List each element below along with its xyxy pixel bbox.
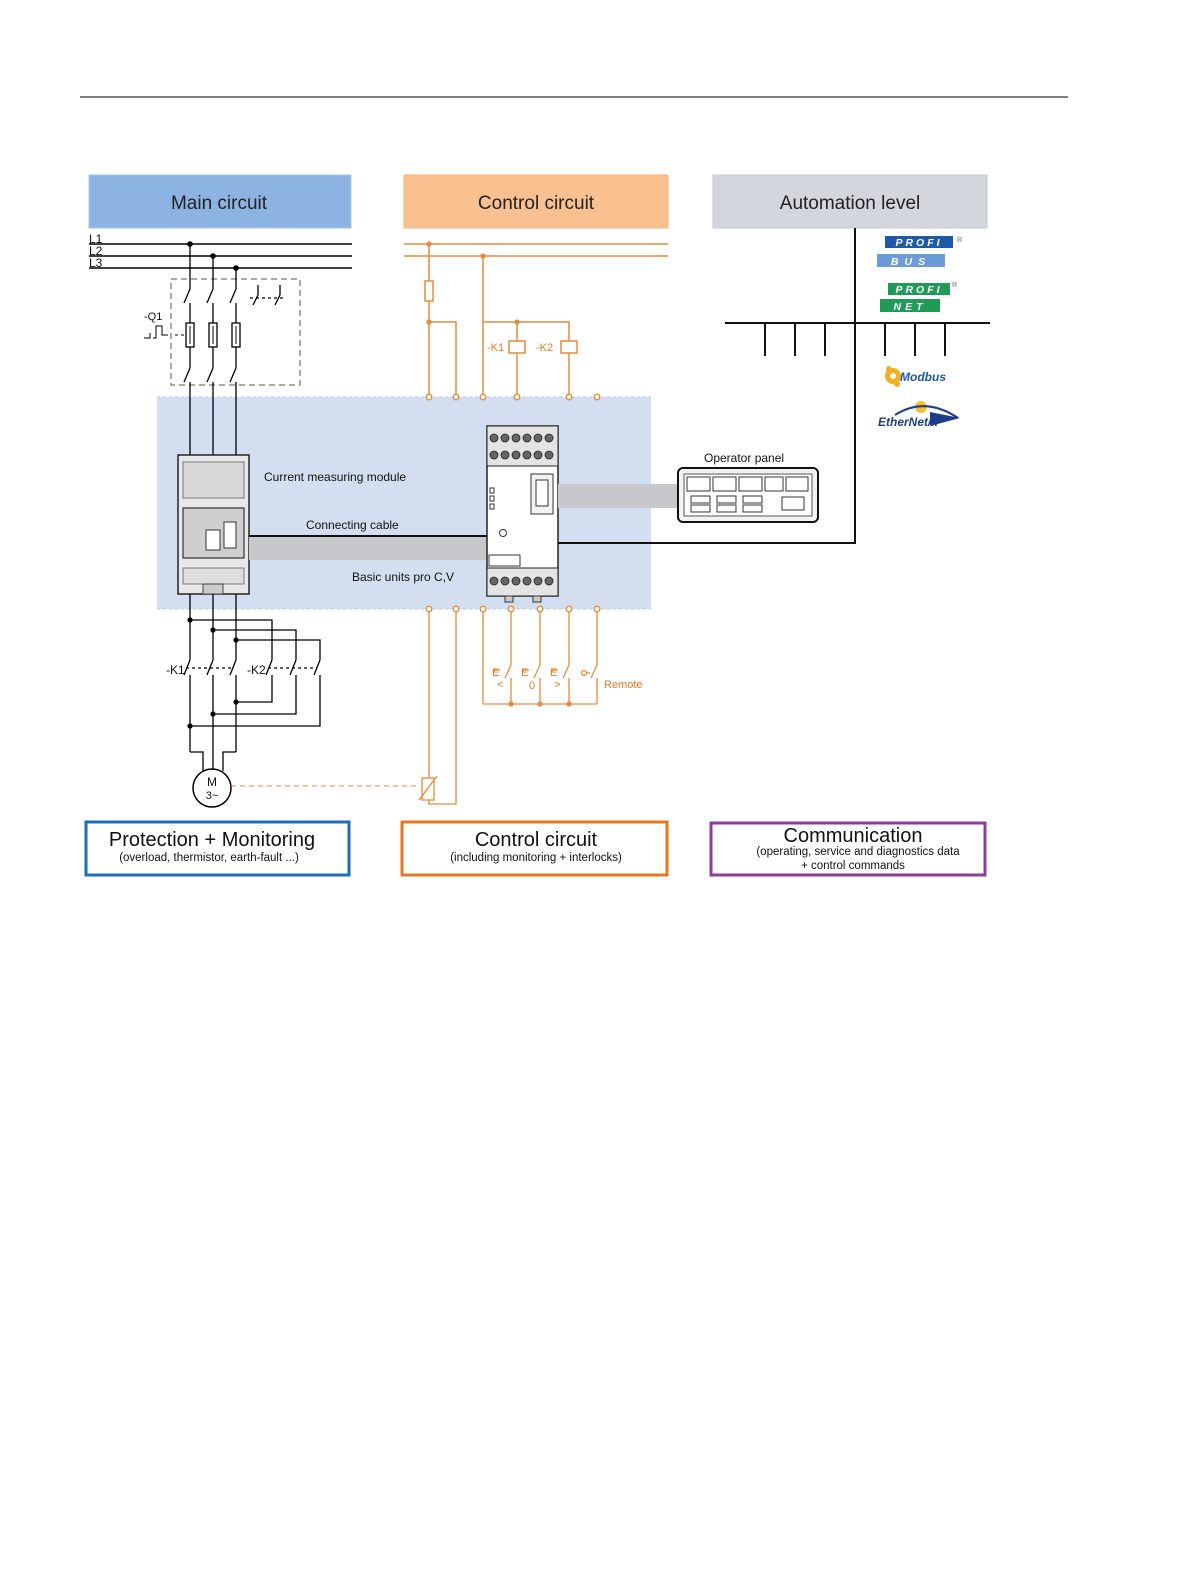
protection-subtitle: (overload, thermistor, earth-fault ...) bbox=[119, 852, 299, 864]
automation-bus bbox=[725, 322, 990, 356]
switch-off-label: 0 bbox=[529, 680, 535, 692]
k1-coil-label: -K1 bbox=[487, 342, 504, 354]
main-circuit-header: Main circuit bbox=[88, 174, 352, 229]
communication-subtitle: (operating, service and diagnostics data bbox=[756, 846, 960, 858]
switch-left-label: < bbox=[497, 679, 503, 691]
profibus-logo: PROFI BUS ® bbox=[877, 236, 963, 268]
remote-label: Remote bbox=[604, 679, 643, 691]
svg-text:E: E bbox=[521, 667, 528, 679]
control-circuit-title: Control circuit bbox=[478, 193, 595, 214]
communication-title: Communication bbox=[784, 825, 923, 847]
motor-phase-label: 3~ bbox=[206, 790, 219, 802]
current-measuring-module bbox=[177, 454, 250, 595]
automation-level-title: Automation level bbox=[780, 193, 920, 214]
operator-panel-label: Operator panel bbox=[704, 451, 784, 465]
svg-text:E: E bbox=[550, 667, 557, 679]
control-circuit-header: Control circuit bbox=[403, 174, 669, 229]
protection-title: Protection + Monitoring bbox=[109, 829, 315, 851]
connecting-cable-label: Connecting cable bbox=[306, 518, 399, 532]
input-switches bbox=[418, 612, 598, 805]
control-wiring bbox=[404, 243, 668, 397]
k2-contact-label: -K2 bbox=[247, 663, 266, 677]
automation-level-header: Automation level bbox=[712, 174, 988, 229]
motor: M 3~ bbox=[192, 768, 232, 808]
k2-coil-label: -K2 bbox=[536, 342, 553, 354]
control-circuit-box: Control circuit (including monitoring + … bbox=[400, 820, 669, 877]
ethernetip-text: EtherNet/IP bbox=[878, 415, 944, 429]
contactors-k1-k2 bbox=[183, 594, 321, 771]
operator-panel bbox=[677, 467, 819, 523]
profibus-top-text: PROFI bbox=[895, 237, 942, 249]
communication-subtitle-2: + control commands bbox=[801, 860, 905, 872]
control-box-subtitle: (including monitoring + interlocks) bbox=[450, 852, 622, 864]
profinet-bottom-text: NET bbox=[894, 301, 927, 313]
phase-lines bbox=[89, 243, 352, 269]
phase-l3-label: L3 bbox=[89, 256, 103, 270]
connecting-cable bbox=[249, 535, 487, 560]
motor-m-label: M bbox=[207, 775, 217, 789]
control-box-title: Control circuit bbox=[475, 829, 598, 851]
k1-contact-label: -K1 bbox=[166, 663, 185, 677]
modbus-text: Modbus bbox=[900, 370, 946, 384]
phase-l1-label: L1 bbox=[89, 232, 103, 246]
svg-text:®: ® bbox=[952, 281, 958, 289]
q1-label: -Q1 bbox=[144, 311, 162, 323]
switch-right-label: > bbox=[554, 679, 560, 691]
protection-monitoring-box: Protection + Monitoring (overload, therm… bbox=[84, 820, 351, 877]
main-circuit-title: Main circuit bbox=[171, 193, 268, 214]
q1-breaker: -Q1 bbox=[144, 244, 301, 386]
phase-l2-label: L2 bbox=[89, 244, 103, 258]
profinet-top-text: PROFI bbox=[895, 284, 942, 296]
profinet-logo: PROFI NET ® bbox=[880, 281, 958, 313]
svg-text:®: ® bbox=[957, 236, 963, 244]
profibus-bottom-text: BUS bbox=[891, 256, 931, 268]
modbus-logo: Modbus bbox=[885, 366, 946, 387]
ethernetip-logo: EtherNet/IP bbox=[878, 401, 960, 429]
svg-text:E: E bbox=[492, 667, 499, 679]
basic-units-label: Basic units pro C,V bbox=[352, 570, 454, 584]
current-measuring-module-label: Current measuring module bbox=[264, 470, 406, 484]
phase-labels: L1 L2 L3 bbox=[89, 232, 103, 270]
basic-unit-device bbox=[486, 425, 559, 603]
communication-box: Communication (operating, service and di… bbox=[709, 821, 987, 877]
